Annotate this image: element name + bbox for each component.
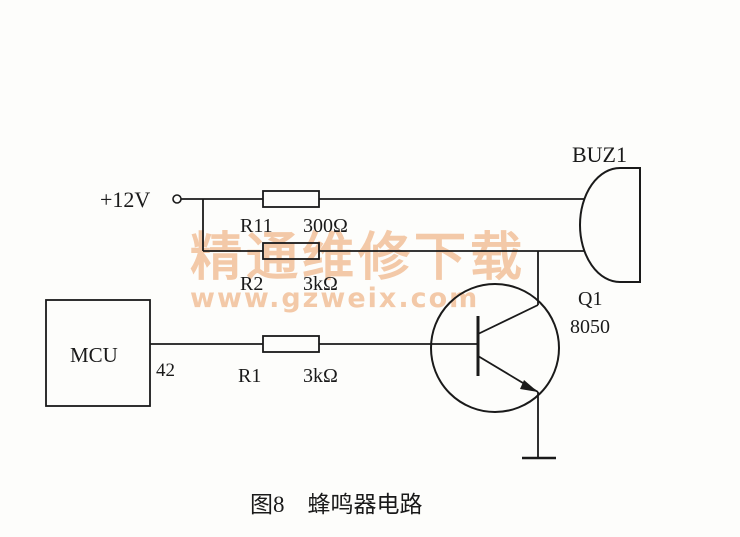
- supply-terminal: [172, 194, 182, 204]
- mcu-block: [45, 299, 151, 407]
- transistor-collector-lead: [477, 304, 539, 335]
- r2-value: 3kΩ: [303, 273, 338, 295]
- mcu-pin-label: 42: [156, 360, 175, 381]
- watermark-cn: 精通维修下载: [190, 228, 526, 288]
- resistor-r11: [262, 190, 320, 208]
- supply-label: +12V: [100, 187, 150, 212]
- r1-label: R1: [238, 365, 261, 387]
- r11-value: 300Ω: [303, 215, 348, 237]
- emitter-arrow-icon: [520, 380, 538, 392]
- mcu-label: MCU: [70, 343, 118, 367]
- transistor-label: Q1: [578, 288, 602, 310]
- r1-value: 3kΩ: [303, 365, 338, 387]
- r2-label: R2: [240, 273, 263, 295]
- transistor-q1-envelope: [430, 283, 560, 413]
- watermark-url: www.gzweix.com: [190, 283, 479, 314]
- resistor-r1: [262, 335, 320, 353]
- figure-caption: 图8 蜂鸣器电路: [250, 492, 423, 517]
- r11-label: R11: [240, 215, 273, 237]
- buzzer-symbol: [579, 167, 641, 283]
- transistor-part-label: 8050: [570, 316, 610, 338]
- buzzer-label: BUZ1: [572, 142, 627, 167]
